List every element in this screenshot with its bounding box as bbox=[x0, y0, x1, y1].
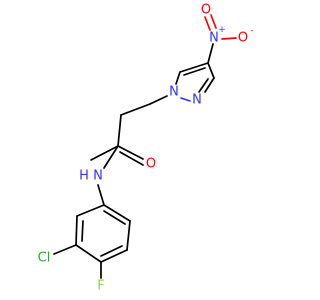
bond-nitro-c-n bbox=[207, 43, 214, 64]
bond-benzene-3 bbox=[75, 244, 102, 263]
bond-nitro-n-o-top-b bbox=[210, 14, 217, 29]
bond-ring-n2-c3-double bbox=[198, 78, 209, 93]
bond-amide-c-o-b bbox=[119, 151, 144, 166]
bond-chain-c2-c3 bbox=[117, 114, 122, 147]
bond-benzene-inner-2 bbox=[100, 245, 123, 257]
chlorine-label: Cl bbox=[38, 251, 51, 266]
bond-ring-c4-c5-double bbox=[183, 67, 206, 76]
bond-benzene-2 bbox=[75, 215, 78, 246]
amide-n-label: N bbox=[93, 169, 103, 184]
molecule-structure: N + O - O N N O N H Cl F bbox=[38, 3, 254, 294]
bond-nitro-n-o-right-a bbox=[221, 37, 237, 40]
nitro-o-top-label: O bbox=[201, 3, 211, 18]
bond-benzene-1 bbox=[76, 204, 105, 217]
bond-amide-n-phenyl bbox=[97, 184, 105, 206]
nitro-n-charge: + bbox=[218, 25, 226, 35]
bond-ring-c3-c4 bbox=[207, 62, 215, 79]
bond-c-cl bbox=[53, 244, 77, 255]
bond-benzene-inner-1 bbox=[81, 220, 84, 242]
bond-chain-c1-c2 bbox=[120, 103, 151, 116]
bond-chain-c3-c4 bbox=[90, 145, 119, 161]
fluorine-label: F bbox=[97, 279, 104, 294]
bond-ring-n1-n2 bbox=[180, 97, 191, 102]
bond-ring-c5-n1 bbox=[175, 71, 181, 85]
nitro-o-right-charge: - bbox=[250, 26, 253, 36]
bond-benzene-6 bbox=[103, 204, 131, 222]
pyrazole-n2-label: N bbox=[192, 93, 202, 108]
bond-amide-c-n bbox=[103, 145, 119, 169]
bond-ring-n2-c3 bbox=[204, 77, 215, 93]
bond-chain-n1-c1 bbox=[149, 95, 168, 105]
bond-amide-c-o-a bbox=[117, 145, 144, 160]
nitro-n-label: N bbox=[209, 31, 219, 46]
pyrazole-n1-label: N bbox=[169, 85, 179, 100]
bond-nitro-n-o-top-a bbox=[204, 16, 211, 31]
bond-benzene-4 bbox=[100, 249, 128, 263]
amide-o-label: O bbox=[146, 157, 156, 172]
amide-h-label: H bbox=[79, 169, 89, 184]
nitro-o-right-label: O bbox=[238, 31, 248, 46]
bond-benzene-inner-3 bbox=[103, 210, 126, 225]
bond-benzene-5 bbox=[126, 220, 131, 251]
bond-ring-c4-c5 bbox=[179, 62, 209, 73]
